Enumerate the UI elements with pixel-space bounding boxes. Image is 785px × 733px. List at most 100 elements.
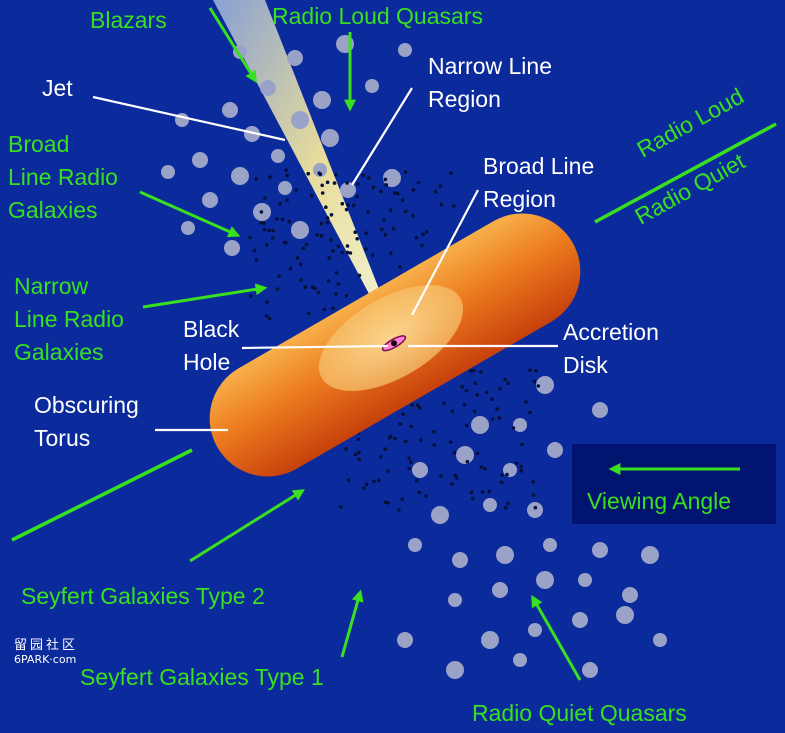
watermark: 留园社区 6PARK·com: [14, 634, 78, 666]
dust-dot: [306, 311, 311, 316]
dust-dot: [285, 198, 289, 202]
dust-dot: [345, 250, 350, 255]
broad-line-radio-galaxies-arrow: [139, 190, 241, 238]
dust-dot: [340, 250, 345, 255]
dust-dot: [254, 258, 259, 262]
dust-dot: [398, 422, 403, 426]
viewing-angle-label: Viewing Angle: [587, 488, 732, 514]
dust-dot: [424, 230, 429, 234]
dust-dot: [353, 230, 358, 234]
cloud-blob: [244, 126, 260, 142]
dust-dot: [490, 397, 494, 402]
dust-dot: [294, 188, 299, 192]
cloud-blob: [278, 181, 292, 195]
dust-dot: [364, 247, 368, 251]
cloud-blob: [481, 631, 499, 649]
dust-dot: [345, 181, 349, 185]
cloud-blob: [471, 416, 489, 434]
cloud-blob: [578, 573, 592, 587]
dust-dot: [327, 256, 332, 260]
dust-dot: [310, 193, 314, 198]
dust-dot: [465, 459, 470, 464]
dust-dot: [329, 238, 334, 242]
narrow-line-radio-galaxies-arrow: [142, 283, 268, 309]
cloud-blob: [592, 402, 608, 418]
torus-inner-region: [318, 285, 464, 391]
obscuring-torus-label: Obscuring Torus: [34, 392, 139, 451]
cloud-blob: [446, 661, 464, 679]
dust-dot: [432, 443, 437, 447]
cloud-blob: [383, 169, 401, 187]
accretion-disk-label: Accretion Disk: [563, 319, 659, 378]
dust-dot: [409, 424, 414, 429]
dust-dot: [285, 173, 289, 178]
cloud-blob: [492, 582, 508, 598]
dust-dot: [416, 180, 421, 185]
dust-dot: [334, 292, 338, 296]
seyfert-type-1-arrow: [340, 589, 364, 658]
dust-dot: [410, 403, 414, 407]
dust-dot: [344, 447, 348, 451]
dust-dot: [449, 171, 453, 175]
dust-dot: [383, 232, 388, 237]
dust-dot: [479, 465, 484, 469]
dust-dot: [411, 188, 416, 192]
dust-dot: [453, 473, 457, 478]
dust-dot: [460, 384, 465, 389]
cloud-blob: [616, 606, 634, 624]
cloud-blob: [408, 538, 422, 552]
cloud-blob: [412, 462, 428, 478]
dust-dot: [475, 451, 480, 456]
dust-dot: [452, 204, 456, 208]
dust-dot: [275, 287, 280, 291]
cloud-blob: [582, 662, 598, 678]
cloud-blob: [513, 653, 527, 667]
dust-dot: [414, 478, 419, 483]
dust-dot: [326, 279, 331, 283]
seyfert-type-2-arrow: [189, 489, 306, 563]
dust-dot: [500, 473, 504, 477]
cloud-blob: [496, 546, 514, 564]
dust-dot: [469, 369, 473, 373]
dust-dot: [384, 183, 389, 187]
dust-dot: [534, 368, 538, 373]
dust-dot: [506, 501, 510, 506]
cloud-blob: [503, 463, 517, 477]
dust-dot: [295, 256, 300, 260]
dust-dot: [432, 429, 436, 434]
dust-dot: [319, 221, 324, 226]
dust-dot: [519, 464, 523, 469]
dust-dot: [299, 278, 303, 282]
dust-dot: [439, 202, 444, 207]
watermark-logo: 留园社区: [14, 638, 79, 653]
dust-dot: [475, 393, 480, 397]
dust-dot: [407, 456, 411, 461]
dust-dot: [415, 403, 420, 407]
dust-dot: [480, 490, 485, 494]
cloud-blob: [365, 79, 379, 93]
white-pointer-lines: [92, 87, 558, 432]
cloud-blob: [321, 129, 339, 147]
viewing-angle-box: [572, 444, 776, 524]
blazars-arrow: [208, 7, 257, 84]
dust-dot: [318, 172, 323, 177]
dust-dot: [439, 474, 443, 479]
dust-dot: [262, 221, 266, 226]
dust-dot: [469, 490, 474, 495]
dust-dot: [407, 466, 411, 471]
jet-label: Jet: [42, 75, 73, 101]
cloud-blob: [536, 571, 554, 589]
jet-beam: [213, 0, 392, 324]
dust-dot: [424, 494, 428, 499]
dust-dot: [270, 236, 275, 240]
blazars-label: Blazars: [90, 7, 167, 33]
dust-dot: [536, 384, 541, 388]
dust-dot: [487, 489, 492, 494]
dust-dot: [519, 469, 524, 473]
cloud-blob: [641, 546, 659, 564]
broad-line-region-pointer: [411, 189, 479, 316]
dust-dot: [324, 205, 328, 209]
dust-dot: [271, 228, 275, 233]
